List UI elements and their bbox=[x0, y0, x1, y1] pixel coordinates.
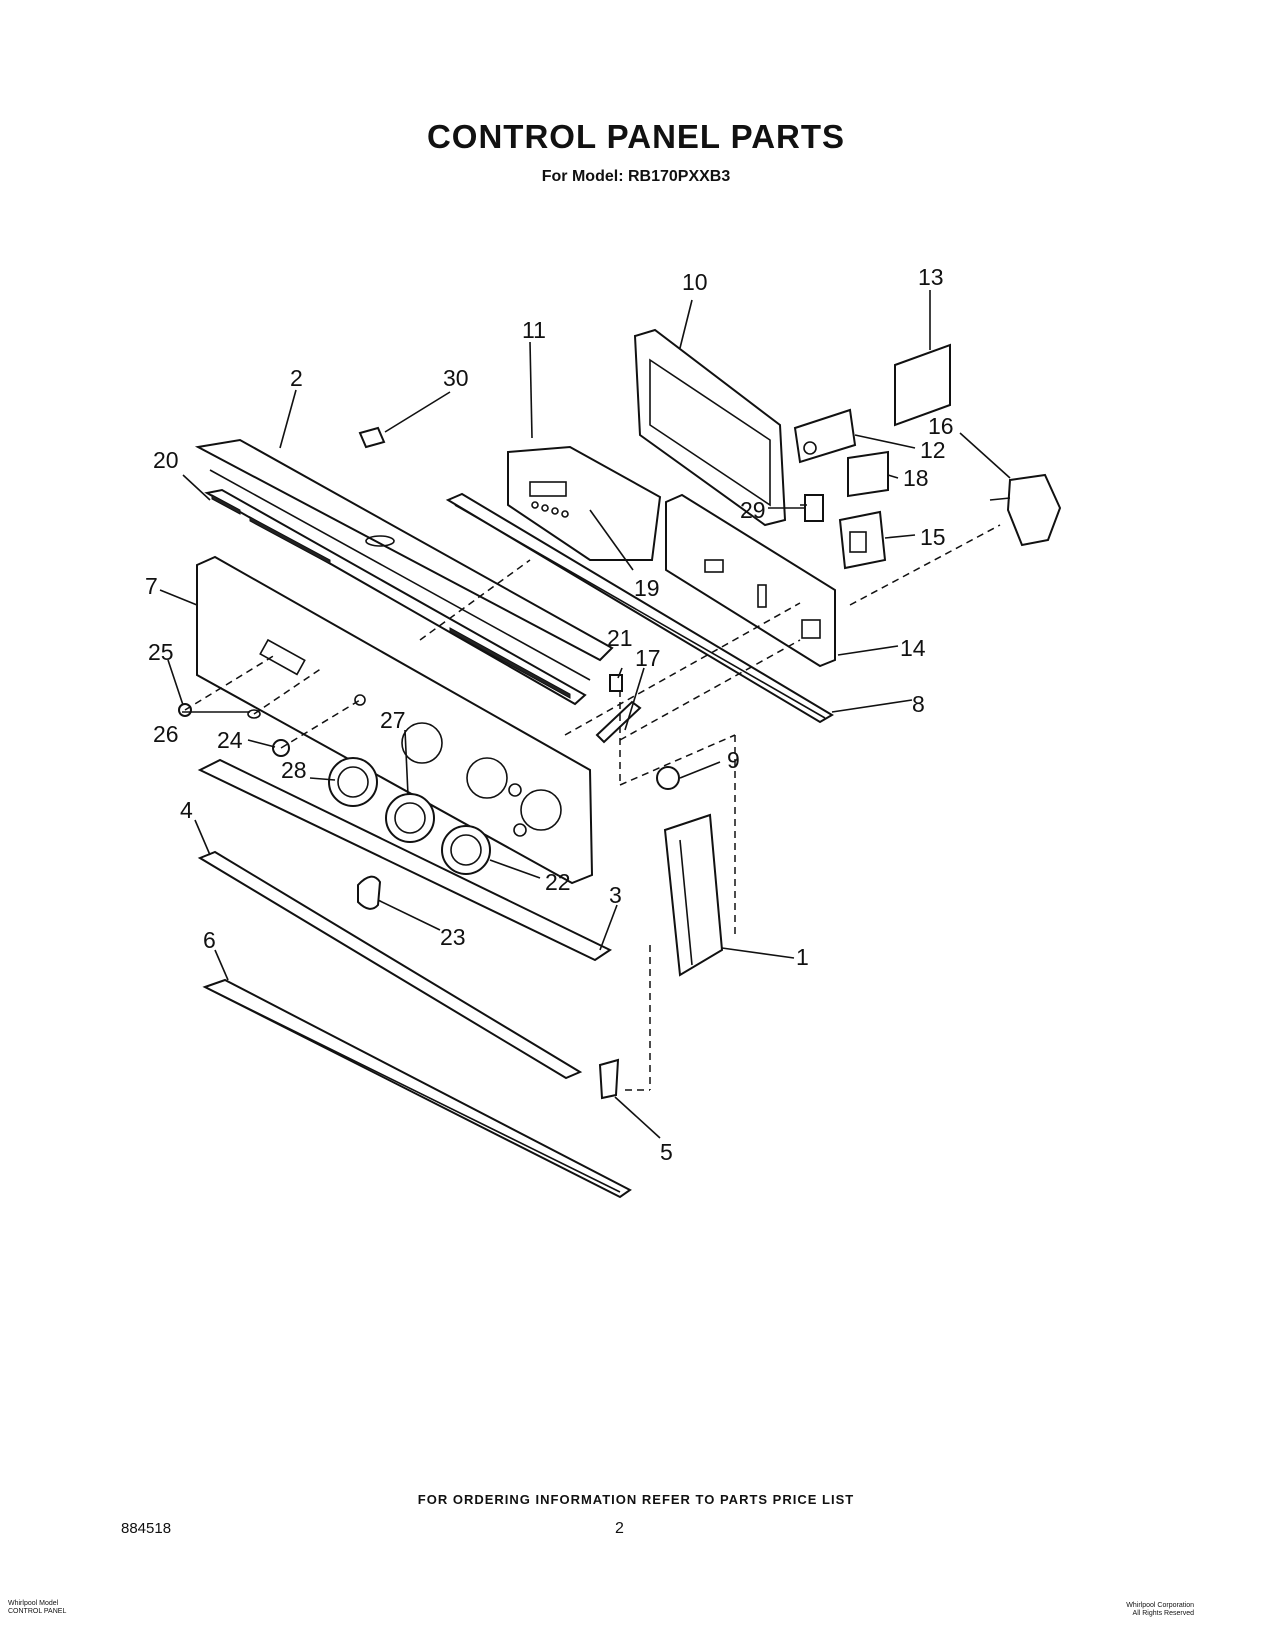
callout-3: 3 bbox=[609, 882, 622, 908]
part-18-relay bbox=[847, 450, 889, 498]
page-title: CONTROL PANEL PARTS bbox=[426, 118, 846, 155]
part-5-clip bbox=[598, 1058, 620, 1100]
part-21-clip bbox=[609, 674, 623, 692]
knob-28 bbox=[328, 757, 378, 807]
callout-14: 14 bbox=[900, 635, 926, 661]
callout-24: 24 bbox=[217, 727, 243, 753]
ordering-info: FOR ORDERING INFORMATION REFER TO PARTS … bbox=[417, 1492, 855, 1507]
part-13-bracket bbox=[894, 343, 951, 427]
part-23-clock-knob bbox=[357, 875, 382, 910]
callout-17: 17 bbox=[635, 645, 661, 671]
callout-15: 15 bbox=[920, 524, 946, 550]
part-16-thermostat bbox=[989, 473, 1062, 547]
part-6-bottom-bracket bbox=[202, 978, 632, 1199]
callout-19: 19 bbox=[634, 575, 660, 601]
callout-16: 16 bbox=[928, 413, 954, 439]
document-number: 884518 bbox=[121, 1520, 172, 1537]
callout-20: 20 bbox=[153, 447, 179, 473]
knob-27 bbox=[385, 793, 435, 843]
part-12-switch bbox=[793, 408, 857, 464]
callout-2: 2 bbox=[290, 365, 303, 391]
part-17-spring bbox=[595, 700, 642, 744]
callout-27: 27 bbox=[380, 707, 406, 733]
callout-9: 9 bbox=[727, 747, 740, 773]
part-2-trim-strip bbox=[194, 438, 614, 681]
callout-6: 6 bbox=[203, 927, 216, 953]
callout-12: 12 bbox=[920, 437, 946, 463]
part-3-bottom-rail bbox=[197, 758, 613, 962]
fine-print-right-line: All Rights Reserved bbox=[1132, 1610, 1194, 1617]
callout-13: 13 bbox=[918, 264, 944, 290]
page-number: 2 bbox=[615, 1520, 624, 1537]
part-30-clip bbox=[358, 426, 386, 449]
part-4-lower-trim bbox=[197, 850, 583, 1080]
part-1-side-bracket bbox=[663, 813, 724, 977]
part-20-vent-grill bbox=[204, 488, 587, 706]
part-9-grommet bbox=[656, 766, 680, 790]
callout-10: 10 bbox=[682, 269, 708, 295]
part-8-rail bbox=[445, 492, 834, 724]
callout-8: 8 bbox=[912, 691, 925, 717]
fine-print-left-line: Whirlpool Model bbox=[8, 1600, 59, 1607]
fine-print-right: Whirlpool Corporation All Rights Reserve… bbox=[1126, 1602, 1194, 1618]
fine-print-left: Whirlpool Model CONTROL PANEL bbox=[8, 1600, 66, 1616]
knob-22 bbox=[441, 825, 491, 875]
part-7-control-panel-face bbox=[196, 555, 594, 885]
fine-print-left-line: CONTROL PANEL bbox=[8, 1608, 67, 1615]
callout-4: 4 bbox=[180, 797, 193, 823]
callout-25: 25 bbox=[148, 639, 174, 665]
part-29-connector bbox=[804, 494, 824, 522]
part-15-switch bbox=[838, 510, 887, 570]
callout-23: 23 bbox=[440, 924, 466, 950]
callout-1: 1 bbox=[796, 944, 809, 970]
callout-22: 22 bbox=[545, 869, 571, 895]
part-10-display-frame bbox=[633, 328, 787, 527]
part-26-washer bbox=[247, 709, 261, 719]
callout-28: 28 bbox=[281, 757, 307, 783]
part-11-timer-assembly bbox=[507, 445, 662, 561]
part-14-mounting-plate bbox=[665, 493, 836, 668]
callout-11: 11 bbox=[522, 317, 546, 343]
callout-5: 5 bbox=[660, 1139, 673, 1165]
callout-30: 30 bbox=[443, 365, 469, 391]
callout-21: 21 bbox=[607, 625, 633, 651]
callout-26: 26 bbox=[153, 721, 179, 747]
fine-print-right-line: Whirlpool Corporation bbox=[1126, 1602, 1194, 1609]
callout-7: 7 bbox=[145, 573, 158, 599]
callout-18: 18 bbox=[903, 465, 929, 491]
callout-29: 29 bbox=[740, 497, 766, 523]
model-subtitle: For Model: RB170PXXB3 bbox=[541, 168, 731, 185]
